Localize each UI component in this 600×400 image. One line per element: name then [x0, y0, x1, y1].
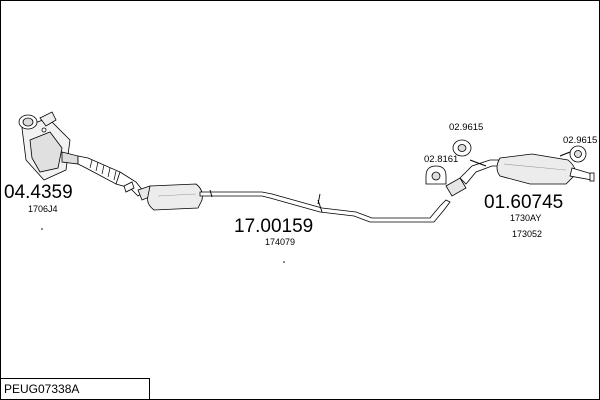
middle-part-code: 17.00159 [234, 216, 313, 237]
clamp-a-part [452, 139, 487, 167]
clamp-b-part [425, 165, 447, 185]
clamp-b-code: 02.8161 [424, 154, 458, 165]
front-part-sub: 1706J4 [28, 204, 58, 214]
clamp-a-code: 02.9615 [449, 122, 483, 133]
rear-silencer-part [445, 153, 595, 197]
middle-silencer-part [137, 183, 451, 223]
reference-code: PEUG07338A [4, 382, 79, 396]
front-marker-dot [41, 228, 43, 230]
clamp-c-part [559, 145, 587, 163]
rear-part-code: 01.60745 [484, 192, 563, 213]
front-part-code: 04.4359 [4, 182, 73, 203]
front-catalyst-part [18, 111, 145, 197]
middle-marker-dot [283, 261, 285, 263]
middle-part-sub: 174079 [265, 237, 295, 247]
rear-part-sub1: 1730AY [510, 213, 541, 223]
rear-part-sub2: 173052 [512, 229, 542, 239]
clamp-c-code: 02.9615 [563, 135, 597, 146]
